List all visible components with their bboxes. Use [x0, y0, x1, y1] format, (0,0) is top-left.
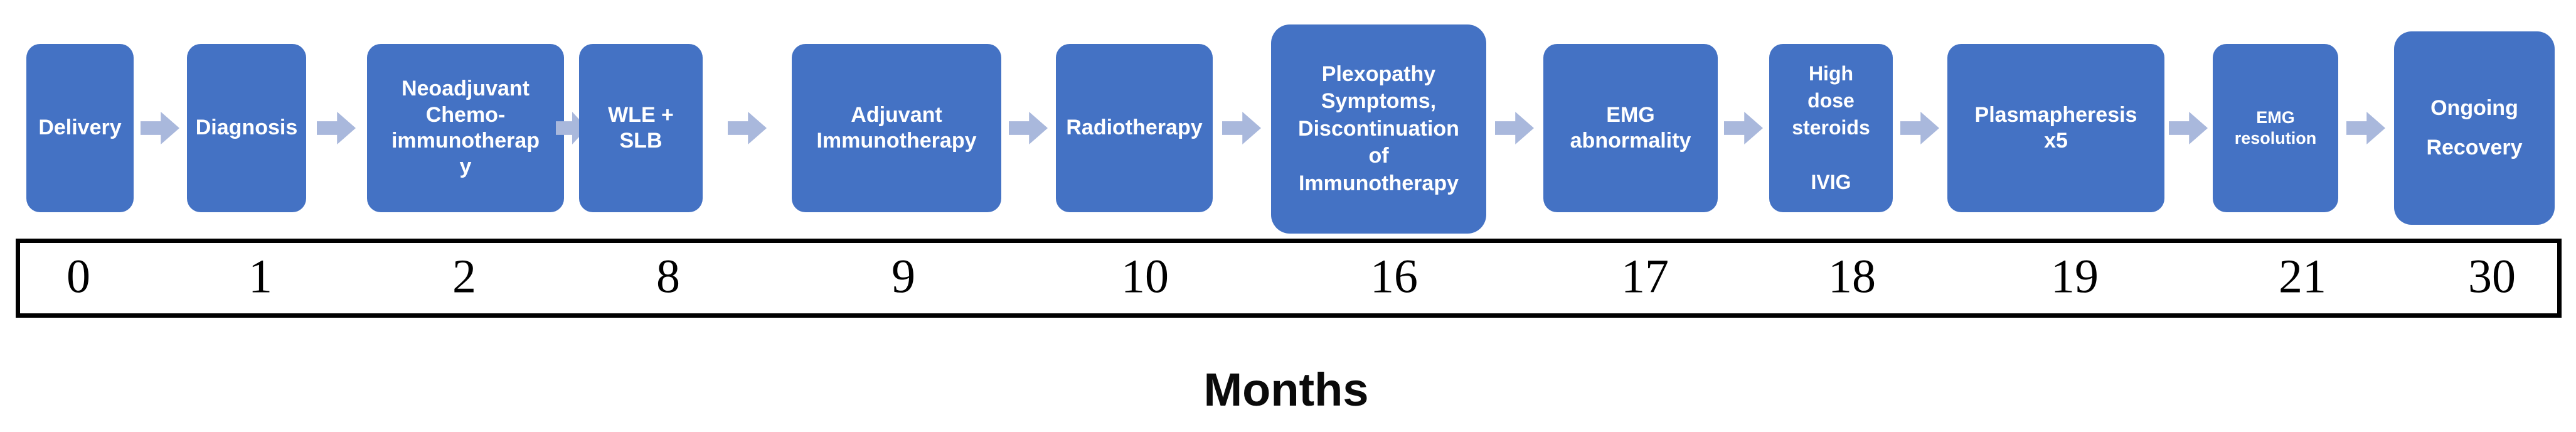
- month-cell: 21: [2279, 250, 2326, 303]
- month-cell: 19: [2051, 250, 2099, 303]
- arrow-right-icon: [1222, 112, 1261, 144]
- step-box-plexopathy-symptoms: Plexopathy Symptoms, Discontinuation of …: [1271, 24, 1486, 234]
- step-box-wle-slb: WLE + SLB: [579, 44, 703, 212]
- arrow-right-icon: [2346, 112, 2385, 144]
- month-cell: 8: [656, 250, 680, 303]
- month-cell: 16: [1370, 250, 1418, 303]
- month-cell: 0: [67, 250, 90, 303]
- arrow-right-icon: [1900, 112, 1939, 144]
- arrow-right-icon: [1724, 112, 1763, 144]
- arrow-right-icon: [2169, 112, 2208, 144]
- month-cell: 1: [248, 250, 272, 303]
- month-cell: 30: [2468, 250, 2516, 303]
- arrow-right-icon: [1009, 112, 1048, 144]
- months-axis: 0 1 2 8 9 10 16 17 18 19 21 30: [16, 239, 2562, 318]
- step-box-emg-resolution: EMG resolution: [2213, 44, 2338, 212]
- step-box-delivery: Delivery: [26, 44, 134, 212]
- axis-title-months: Months: [1203, 364, 1369, 416]
- step-box-radiotherapy: Radiotherapy: [1056, 44, 1213, 212]
- arrow-right-icon: [317, 112, 356, 144]
- month-cell: 10: [1121, 250, 1169, 303]
- month-cell: 9: [891, 250, 915, 303]
- month-cell: 2: [452, 250, 476, 303]
- step-box-diagnosis: Diagnosis: [187, 44, 306, 212]
- step-box-high-dose-steroids-ivig: High dose steroids IVIG: [1769, 44, 1893, 212]
- step-box-neoadjuvant-chemo-immunotherapy: Neoadjuvant Chemo- immunotherap y: [367, 44, 564, 212]
- arrow-right-icon: [141, 112, 179, 144]
- step-box-emg-abnormality: EMG abnormality: [1543, 44, 1718, 212]
- month-cell: 17: [1621, 250, 1669, 303]
- step-box-adjuvant-immunotherapy: Adjuvant Immunotherapy: [792, 44, 1001, 212]
- month-cell: 18: [1828, 250, 1876, 303]
- arrow-right-icon: [728, 112, 767, 144]
- arrow-right-icon: [1495, 112, 1534, 144]
- step-box-plasmapheresis-x5: Plasmapheresis x5: [1947, 44, 2164, 212]
- step-box-ongoing-recovery: Ongoing Recovery: [2394, 31, 2555, 225]
